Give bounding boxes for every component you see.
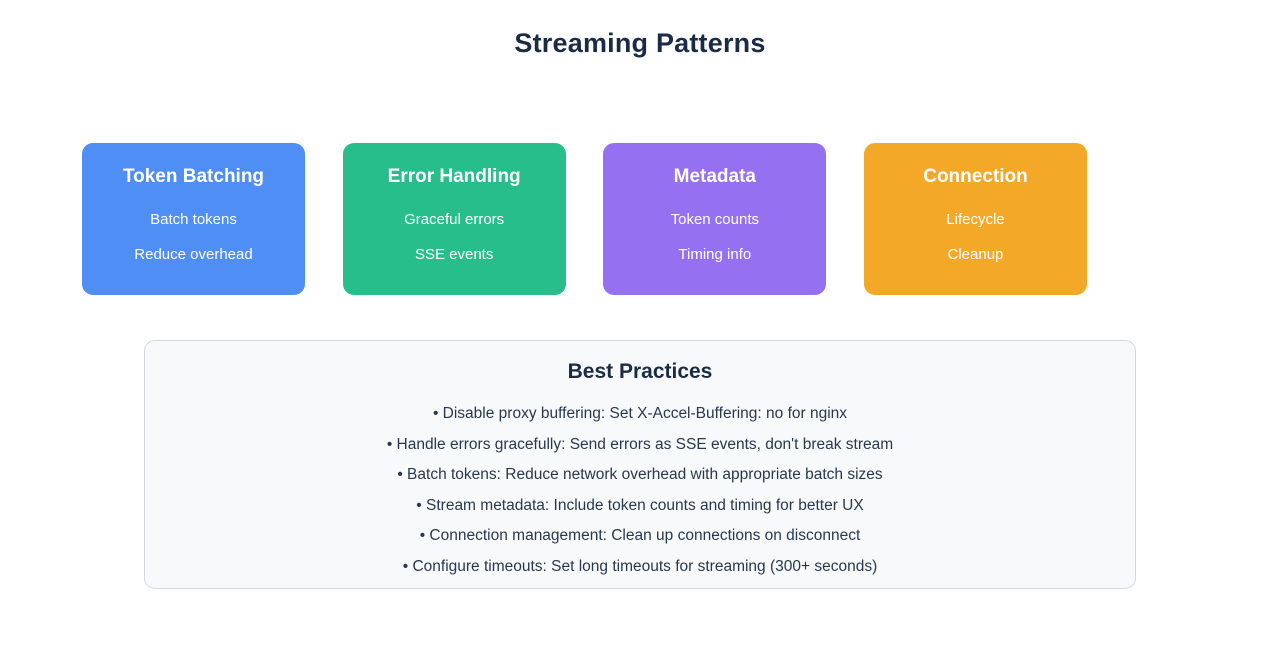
best-practices-panel: Best Practices • Disable proxy buffering… <box>144 340 1136 589</box>
card-detail-line-1: Graceful errors <box>404 210 505 228</box>
card-title: Token Batching <box>122 166 265 187</box>
card-title: Metadata <box>673 166 756 187</box>
card-title: Connection <box>923 166 1028 187</box>
best-practices-title: Best Practices <box>567 360 713 383</box>
list-item: • Handle errors gracefully: Send errors … <box>386 435 894 453</box>
list-item: • Connection management: Clean up connec… <box>419 527 861 544</box>
card-detail-line-2: Cleanup <box>947 246 1004 264</box>
list-item: • Batch tokens: Reduce network overhead … <box>397 466 883 483</box>
pattern-card-row: Token Batching Batch tokens Reduce overh… <box>82 143 1087 295</box>
page-title: Streaming Patterns <box>514 28 766 58</box>
pattern-card-connection[interactable]: Connection Lifecycle Cleanup <box>863 143 1087 295</box>
card-detail-line-2: SSE events <box>414 246 494 264</box>
card-detail-line-1: Token counts <box>670 210 759 228</box>
card-title: Error Handling <box>387 166 521 187</box>
list-item: • Disable proxy buffering: Set X-Accel-B… <box>432 405 848 422</box>
best-practices-list: • Disable proxy buffering: Set X-Accel-B… <box>145 406 1135 574</box>
list-item: • Configure timeouts: Set long timeouts … <box>402 557 878 575</box>
pattern-card-error-handling[interactable]: Error Handling Graceful errors SSE event… <box>342 143 566 295</box>
card-detail-line-2: Timing info <box>678 246 752 264</box>
card-detail-line-2: Reduce overhead <box>134 246 253 264</box>
card-detail-line-1: Batch tokens <box>150 210 237 228</box>
list-item: • Stream metadata: Include token counts … <box>416 496 864 514</box>
pattern-card-token-batching[interactable]: Token Batching Batch tokens Reduce overh… <box>82 143 305 295</box>
card-detail-line-1: Lifecycle <box>946 210 1005 228</box>
pattern-card-metadata[interactable]: Metadata Token counts Timing info <box>603 143 827 295</box>
